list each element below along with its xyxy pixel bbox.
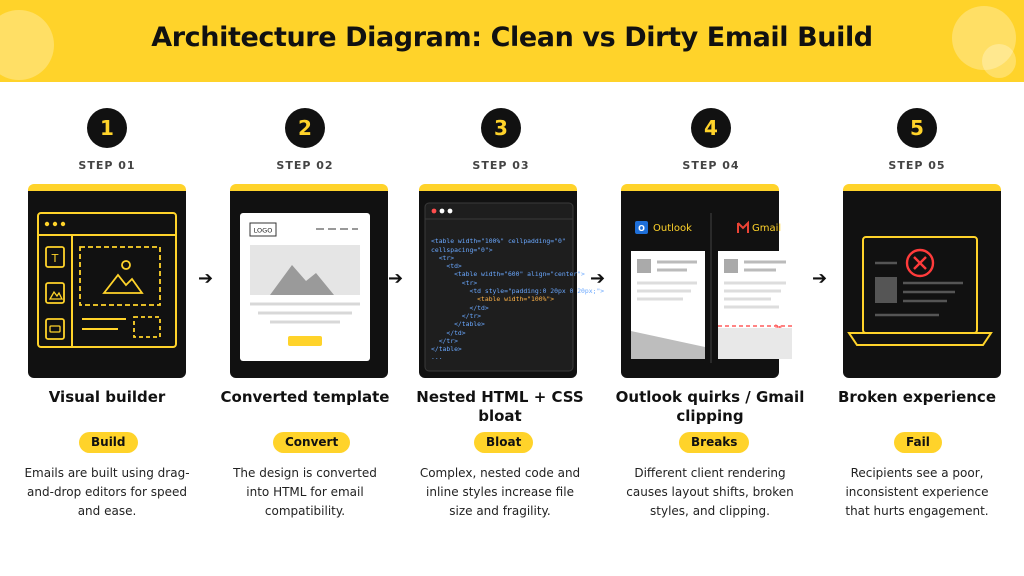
step-badge-5: Fail: [894, 432, 942, 453]
arrow-right-icon: ➔: [388, 268, 404, 289]
code-block: <table width="100%" cellpadding="0" cell…: [431, 237, 605, 362]
builder-illustration: T: [37, 212, 177, 348]
decor-circle: [0, 10, 54, 80]
gmail-label: Gmail: [752, 223, 781, 234]
card-converted-template: LOGO: [230, 184, 388, 378]
template-illustration: LOGO: [240, 213, 370, 361]
step-desc-5: Recipients see a poor, inconsistent expe…: [845, 466, 989, 518]
outlook-icon: [635, 221, 648, 234]
step-badge-4: Breaks: [679, 432, 750, 453]
step-number-4: 4: [691, 108, 731, 148]
step-label-5: STEP 05: [888, 159, 946, 172]
step-badge-1: Build: [79, 432, 138, 453]
step-desc-2: The design is converted into HTML for em…: [233, 466, 377, 518]
card-broken-experience: [843, 184, 1001, 378]
step-label-2: STEP 02: [276, 159, 334, 172]
broken-laptop-illustration: [847, 236, 993, 346]
error-icon: [905, 248, 935, 278]
svg-text:T: T: [51, 252, 59, 265]
template-logo: LOGO: [254, 227, 273, 235]
step-badge-3: Bloat: [474, 432, 534, 453]
step-title-4: Outlook quirks / Gmail clipping: [615, 388, 805, 425]
scissors-icon: ✂: [774, 321, 783, 334]
decor-circle: [952, 6, 1016, 70]
window-minimize-icon: [439, 208, 445, 214]
step-number-1: 1: [87, 108, 127, 148]
card-visual-builder: T: [28, 184, 186, 378]
step-number-2: 2: [285, 108, 325, 148]
clients-illustration: O Outlook Gmail ✂: [631, 213, 792, 363]
window-close-icon: [431, 208, 437, 214]
step-desc-3: Complex, nested code and inline styles i…: [419, 466, 581, 518]
step-title-1: Visual builder: [48, 388, 166, 406]
outlook-label: Outlook: [653, 223, 692, 234]
gmail-icon: [737, 220, 749, 233]
card-client-rendering: O Outlook Gmail ✂: [621, 184, 792, 378]
step-label-1: STEP 01: [78, 159, 136, 172]
editor-window: [424, 202, 574, 372]
step-number-3: 3: [481, 108, 521, 148]
arrow-right-icon: ➔: [590, 268, 606, 289]
svg-text:O: O: [638, 224, 645, 233]
arrow-right-icon: ➔: [198, 268, 214, 289]
diagram-title: Architecture Diagram: Clean vs Dirty Ema…: [151, 22, 873, 53]
decor-circle: [982, 44, 1016, 78]
header-banner: [0, 0, 1024, 82]
step-title-3: Nested HTML + CSS bloat: [416, 388, 584, 425]
card-nested-html: <table width="100%" cellpadding="0" cell…: [419, 184, 604, 378]
step-badge-2: Convert: [273, 432, 351, 453]
step-label-4: STEP 04: [682, 159, 740, 172]
step-desc-4: Different client rendering causes layout…: [626, 466, 794, 518]
step-title-2: Converted template: [220, 388, 390, 406]
step-label-3: STEP 03: [472, 159, 530, 172]
arrow-right-icon: ➔: [812, 268, 828, 289]
step-number-5: 5: [897, 108, 937, 148]
window-maximize-icon: [447, 208, 453, 214]
step-title-5: Broken experience: [838, 388, 996, 406]
step-desc-1: Emails are built using drag-and-drop edi…: [24, 466, 190, 518]
